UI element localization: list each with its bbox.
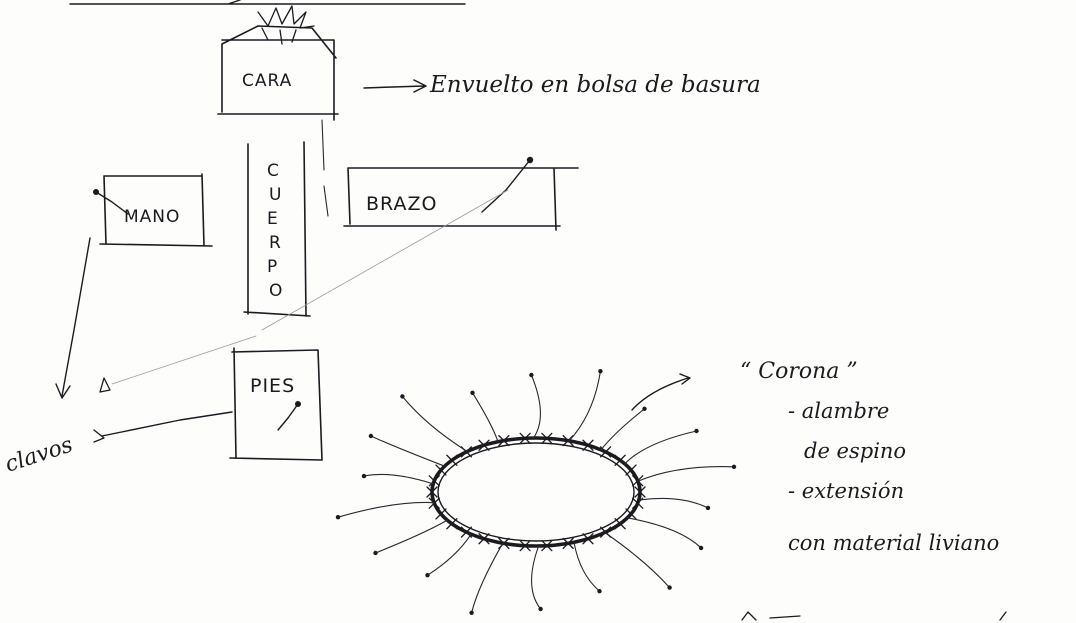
crown-tendril-tip: [597, 589, 602, 594]
crown-tendril-tip: [705, 505, 711, 511]
crown-tendril-tip: [361, 473, 367, 479]
face-note-arrow: [363, 79, 427, 93]
crown-tendril-tip: [470, 390, 475, 395]
body-letter: U: [269, 185, 282, 205]
crown-point-4: con material liviano: [788, 531, 999, 555]
crown-thorn: [519, 432, 531, 444]
body-letter: O: [269, 281, 283, 301]
crown-thorn: [426, 486, 438, 498]
crown-tendril: [624, 430, 698, 465]
crown-note-arrow: [631, 373, 691, 411]
crown-tendril-tip: [598, 369, 603, 374]
crown-thorn: [498, 434, 510, 447]
crown-thorn: [519, 540, 531, 552]
crown-thorn: [614, 518, 626, 530]
crown-thorns: [426, 432, 646, 552]
face-spikes: [257, 5, 315, 45]
crown-tendril-tip: [400, 394, 405, 399]
crown-tendril: [604, 531, 671, 589]
crown-tendril: [637, 466, 735, 482]
crown-point-3: - extensión: [788, 479, 904, 503]
crown-tendril: [426, 533, 472, 576]
arm-label: BRAZO: [366, 193, 437, 215]
crown-tendril-tip: [469, 610, 474, 615]
crown-tendril: [471, 542, 504, 614]
feet-box: PIES: [229, 347, 323, 461]
crown-tendril-tip: [667, 585, 672, 590]
crown-thorn: [435, 508, 447, 520]
nails-label: clavos: [2, 432, 76, 477]
crown-thorn: [625, 508, 637, 520]
crown-thorn: [541, 432, 553, 444]
crown-tendril-tip: [368, 433, 374, 439]
crown-tendril: [638, 497, 709, 509]
crown-thorn: [541, 540, 553, 552]
top-line: [69, 0, 466, 5]
body-letter: C: [267, 161, 280, 181]
crown-thorn: [562, 434, 574, 447]
face-label: CARA: [242, 71, 292, 91]
crown-thorn: [446, 454, 458, 466]
crown-point-2: de espino: [804, 439, 906, 463]
faint-guide-1: [261, 189, 509, 331]
crown-thorn: [478, 439, 490, 451]
crown-thorn: [562, 537, 574, 550]
crown-tendril: [573, 541, 601, 592]
body-letter: E: [267, 209, 279, 229]
crown-tendril-tip: [335, 515, 341, 520]
crown-point-1: - alambre: [788, 399, 889, 423]
crown-tendril: [374, 519, 448, 554]
crown-thorn: [625, 464, 637, 476]
crown-tendril: [626, 517, 702, 549]
crown-tendrils: [335, 369, 737, 615]
crown-tendril-tip: [694, 428, 699, 434]
feet-label: PIES: [250, 375, 295, 397]
hand-label: MANO: [124, 207, 180, 227]
crown-thorn: [632, 475, 644, 487]
crown-tendril: [530, 374, 541, 439]
crown-tendril-tip: [642, 406, 647, 411]
crown-thorn: [428, 475, 440, 487]
face-box: CARA: [217, 25, 339, 217]
crown-tendril: [370, 435, 446, 467]
bottom-scribble: [741, 611, 1007, 621]
crown-tendril: [401, 395, 468, 453]
crown-thorn: [428, 497, 440, 509]
crown-tendril: [600, 408, 646, 451]
crown-thorn: [435, 464, 447, 476]
crown-notes: “ Corona ” - alambre de espino - extensi…: [740, 359, 999, 555]
crown-thorn: [478, 533, 490, 545]
crown-thorn: [582, 439, 594, 451]
hand-box: MANO: [93, 173, 213, 247]
crown-tendril: [363, 473, 434, 485]
crown-tendril-tip: [529, 372, 534, 378]
crown-thorn: [614, 454, 626, 466]
crown-tendril-tip: [425, 573, 430, 578]
crown-tendril: [568, 370, 601, 442]
crown-tendril-tip: [373, 550, 378, 556]
crown-thorn: [446, 518, 458, 530]
nail-arrows: [55, 237, 233, 443]
body-letter: P: [267, 257, 278, 277]
body-letter: R: [269, 233, 282, 253]
face-note: Envuelto en bolsa de basura: [429, 72, 761, 98]
crown-tendril-tip: [538, 606, 543, 612]
crown-thorn: [634, 486, 646, 498]
crown-tendril: [471, 392, 499, 443]
crown-tendril-tip: [698, 545, 704, 551]
crown-tendril: [337, 501, 435, 518]
faint-guide-2: [111, 335, 257, 385]
crown-thorn: [582, 533, 594, 545]
crown-tendril-tip: [731, 464, 737, 469]
arm-box: BRAZO: [343, 156, 579, 231]
crown-tendril: [531, 545, 542, 610]
crown-title: “ Corona ”: [740, 359, 858, 384]
